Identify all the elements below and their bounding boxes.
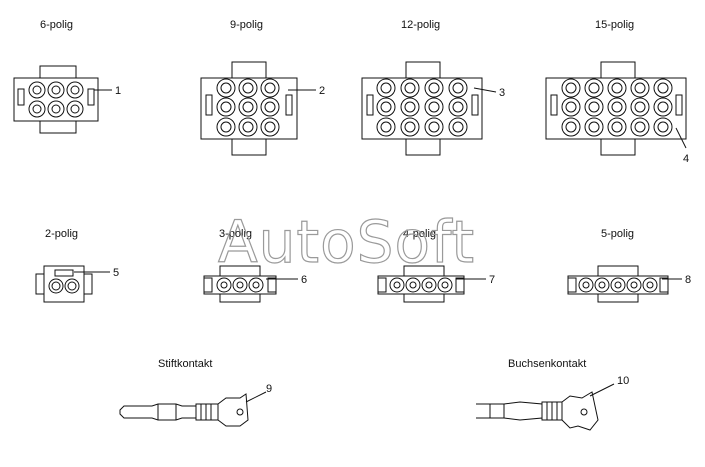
callout-5: 5	[113, 267, 119, 279]
callout-8: 8	[685, 274, 691, 286]
label-2-polig: 2-polig	[45, 228, 78, 240]
label-5-polig: 5-polig	[601, 228, 634, 240]
callout-10: 10	[617, 375, 629, 387]
stiftkontakt-drawing	[119, 393, 249, 427]
connector-15-polig	[545, 61, 687, 156]
label-buchsenkontakt: Buchsenkontakt	[508, 358, 586, 370]
label-4-polig: 4-polig	[403, 228, 436, 240]
connector-5-polig	[567, 265, 669, 303]
connector-4-polig	[377, 265, 465, 303]
callout-4: 4	[683, 153, 689, 165]
connector-2-polig	[35, 265, 93, 303]
connector-3-polig	[203, 265, 277, 303]
buchsenkontakt-drawing	[476, 391, 599, 431]
callout-1: 1	[115, 85, 121, 97]
connector-9-polig	[200, 61, 298, 156]
callout-7: 7	[489, 274, 495, 286]
label-12-polig: 12-polig	[401, 19, 440, 31]
label-stiftkontakt: Stiftkontakt	[158, 358, 212, 370]
connector-12-polig	[361, 61, 483, 156]
callout-2: 2	[319, 85, 325, 97]
label-9-polig: 9-polig	[230, 19, 263, 31]
callout-3: 3	[499, 87, 505, 99]
label-15-polig: 15-polig	[595, 19, 634, 31]
connector-6-polig	[13, 65, 99, 134]
label-3-polig: 3-polig	[219, 228, 252, 240]
label-6-polig: 6-polig	[40, 19, 73, 31]
autosoft-watermark: AutoSoft	[218, 208, 475, 276]
callout-6: 6	[301, 274, 307, 286]
callout-9: 9	[266, 383, 272, 395]
